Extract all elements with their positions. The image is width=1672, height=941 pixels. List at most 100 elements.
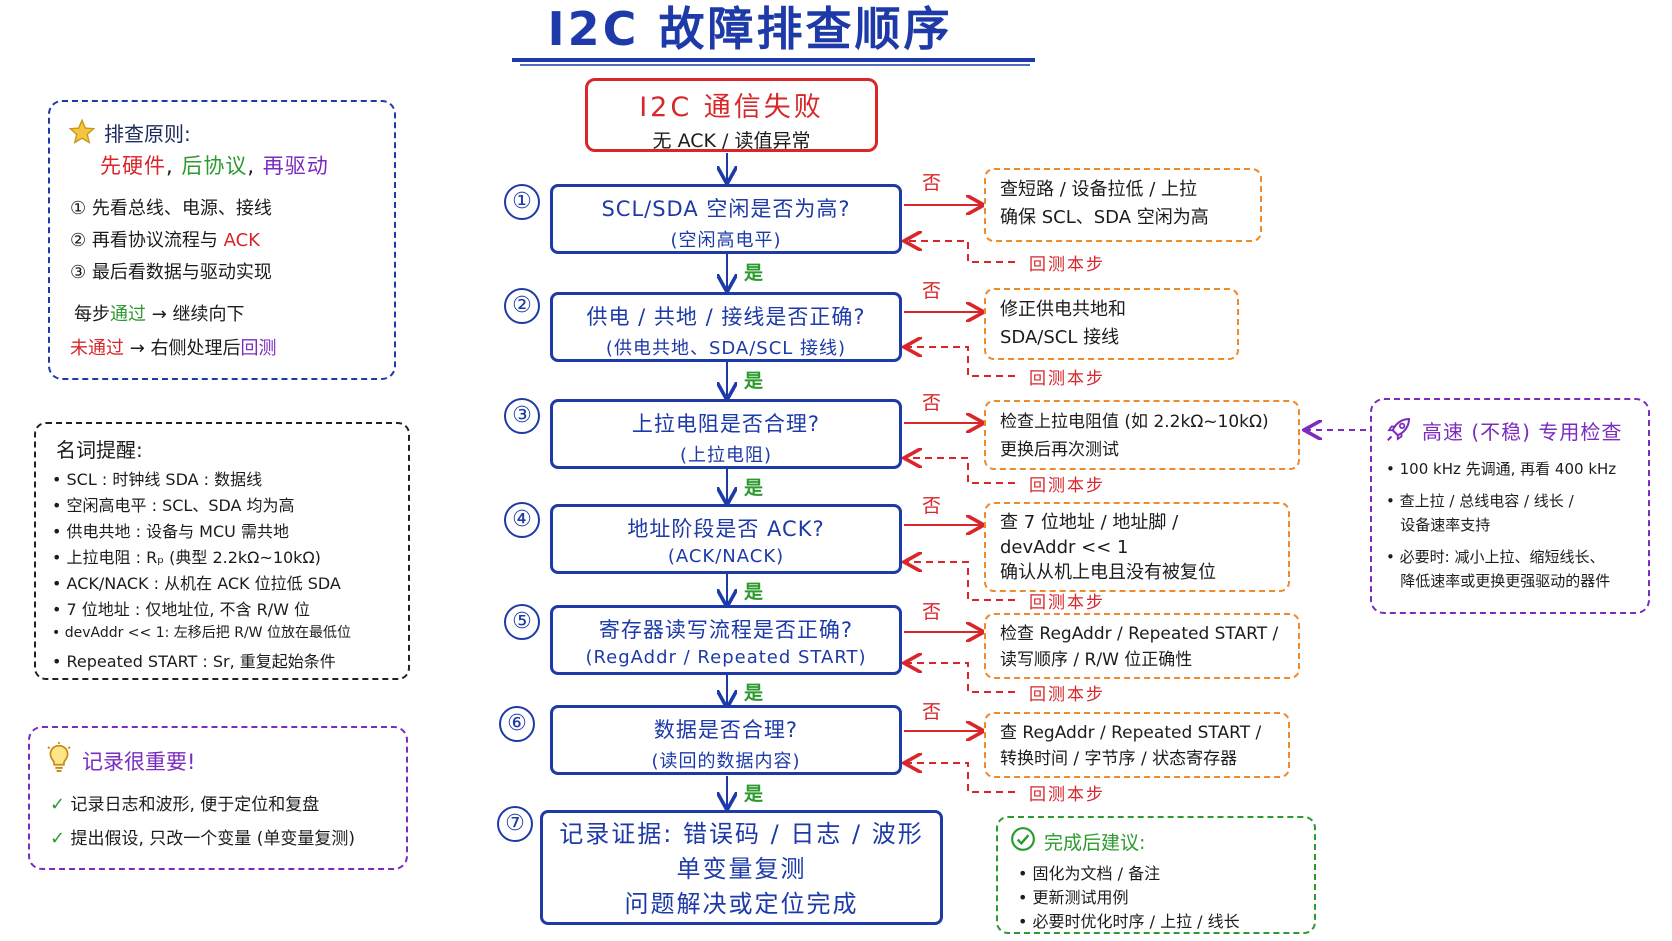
retest-label-4: 回测本步 [1029, 593, 1105, 613]
done-item-2: • 更新测试用例 [1018, 888, 1129, 907]
retest-label-5: 回测本步 [1029, 685, 1105, 705]
step-question-5: 寄存器读写流程是否正确? [598, 618, 854, 642]
highspeed-item-3: 设备速率支持 [1386, 516, 1491, 534]
retest-arrow-6 [906, 763, 1015, 793]
yes-label-1: 是 [744, 262, 764, 284]
fix-4-line-3: 确认从机上电且没有被复位 [1000, 562, 1216, 583]
term-item-2: • 空闲高电平 : SCL、SDA 均为高 [52, 496, 295, 515]
fix-box-6: 查 RegAddr / Repeated START / 转换时间 / 字节序 … [984, 712, 1290, 778]
yes-label-3: 是 [744, 477, 764, 499]
highspeed-item-4: • 必要时: 减小上拉、缩短线长、 [1386, 548, 1605, 566]
principles-panel: 排查原则: 先硬件, 后协议, 再驱动 ① 先看总线、电源、接线 ② 再看协议流… [48, 100, 396, 380]
motto-driver: 再驱动 [262, 154, 329, 178]
record-panel: 记录很重要! ✓ 记录日志和波形, 便于定位和复盘 ✓ 提出假设, 只改一个变量… [28, 726, 408, 870]
step-box-5: 寄存器读写流程是否正确? (RegAddr / Repeated START) [550, 605, 902, 675]
term-item-4: • 上拉电阻 : Rₚ (典型 2.2kΩ~10kΩ) [52, 548, 321, 567]
lightbulb-icon [44, 742, 74, 778]
check-circle-icon [1010, 826, 1036, 856]
page-title: I2C 故障排查顺序 [547, 2, 953, 56]
step-number-5: ⑤ [504, 604, 540, 640]
fix-5-line-2: 读写顺序 / R/W 位正确性 [1000, 650, 1193, 670]
fix-2-line-1: 修正供电共地和 [1000, 299, 1126, 320]
no-label-2: 否 [922, 280, 942, 302]
principle-item-1: ① 先看总线、电源、接线 [70, 198, 272, 219]
step-box-3: 上拉电阻是否合理? (上拉电阻) [550, 399, 902, 469]
final-line-3: 问题解决或定位完成 [624, 890, 859, 918]
term-item-3: • 供电共地 : 设备与 MCU 需共地 [52, 522, 289, 541]
yes-label-2: 是 [744, 370, 764, 392]
fix-1-line-2: 确保 SCL、SDA 空闲为高 [1000, 207, 1209, 228]
record-item-1: ✓ 记录日志和波形, 便于定位和复盘 [50, 794, 320, 815]
fix-3-line-1: 检查上拉电阻值 (如 2.2kΩ~10kΩ) [1000, 412, 1269, 432]
terms-title: 名词提醒: [56, 438, 143, 462]
final-line-1: 记录证据: 错误码 / 日志 / 波形 [559, 820, 924, 848]
retest-arrow-2 [906, 347, 1015, 377]
record-item-2: ✓ 提出假设, 只改一个变量 (单变量复测) [50, 828, 355, 849]
step-number-6: ⑥ [499, 706, 535, 742]
step-number-7: ⑦ [497, 806, 533, 842]
yes-label-5: 是 [744, 682, 764, 704]
step-hint-5: (RegAddr / Repeated START) [585, 647, 867, 668]
step-hint-2: (供电共地、SDA/SCL 接线) [605, 338, 847, 359]
step-hint-4: (ACK/NACK) [667, 546, 785, 567]
retest-arrow-3 [906, 458, 1015, 484]
step-question-2: 供电 / 共地 / 接线是否正确? [586, 305, 866, 329]
term-item-1: • SCL : 时钟线 SDA : 数据线 [52, 470, 263, 489]
yes-label-6: 是 [744, 783, 764, 805]
step-question-3: 上拉电阻是否合理? [631, 412, 821, 436]
term-item-6: • 7 位地址 : 仅地址位, 不含 R/W 位 [52, 600, 311, 619]
highspeed-title: 高速 (不稳) 专用检查 [1422, 420, 1623, 444]
motto-hardware: 先硬件 [100, 154, 166, 178]
fix-box-4: 查 7 位地址 / 地址脚 / devAddr << 1 确认从机上电且没有被复… [984, 502, 1290, 592]
step-box-4: 地址阶段是否 ACK? (ACK/NACK) [550, 504, 902, 574]
step-number-1: ① [504, 184, 540, 220]
fix-5-line-1: 检查 RegAddr / Repeated START / [1000, 624, 1279, 644]
fix-box-5: 检查 RegAddr / Repeated START / 读写顺序 / R/W… [984, 613, 1300, 679]
fix-2-line-2: SDA/SCL 接线 [1000, 327, 1120, 348]
fix-box-1: 查短路 / 设备拉低 / 上拉 确保 SCL、SDA 空闲为高 [984, 168, 1262, 242]
no-label-1: 否 [922, 172, 942, 194]
no-label-3: 否 [922, 392, 942, 414]
retest-arrow-1 [906, 241, 1015, 263]
no-label-5: 否 [922, 601, 942, 623]
term-item-5: • ACK/NACK : 从机在 ACK 位拉低 SDA [52, 574, 341, 593]
term-item-7: • devAddr << 1: 左移后把 R/W 位放在最低位 [52, 625, 351, 641]
record-title: 记录很重要! [82, 750, 196, 774]
retest-label-6: 回测本步 [1029, 785, 1105, 805]
step-number-4: ④ [504, 502, 540, 538]
step-hint-3: (上拉电阻) [679, 445, 773, 466]
step-question-4: 地址阶段是否 ACK? [627, 517, 825, 541]
step-hint-6: (读回的数据内容) [651, 751, 801, 772]
highspeed-item-1: • 100 kHz 先调通, 再看 400 kHz [1386, 460, 1617, 478]
principle-item-2: ② 再看协议流程与 ACK [70, 230, 260, 251]
retest-arrow-5 [906, 663, 1015, 693]
step-question-6: 数据是否合理? [653, 718, 799, 742]
done-item-3: • 必要时优化时序 / 上拉 / 线长 [1018, 912, 1240, 931]
step-number-3: ③ [504, 398, 540, 434]
fix-1-line-1: 查短路 / 设备拉低 / 上拉 [1000, 179, 1198, 200]
rocket-icon [1384, 414, 1414, 448]
final-step-box: 记录证据: 错误码 / 日志 / 波形 单变量复测 问题解决或定位完成 [540, 810, 943, 925]
step-number-2: ② [504, 288, 540, 324]
fix-4-line-1: 查 7 位地址 / 地址脚 / [1000, 512, 1179, 533]
term-item-8: • Repeated START : Sr, 重复起始条件 [52, 652, 336, 671]
star-icon [68, 118, 96, 150]
start-box: I2C 通信失败 无 ACK / 读值异常 [585, 78, 878, 152]
fix-box-3: 检查上拉电阻值 (如 2.2kΩ~10kΩ) 更换后再次测试 [984, 400, 1300, 470]
step-box-6: 数据是否合理? (读回的数据内容) [550, 705, 902, 775]
step-box-2: 供电 / 共地 / 接线是否正确? (供电共地、SDA/SCL 接线) [550, 292, 902, 362]
fix-6-line-1: 查 RegAddr / Repeated START / [1000, 723, 1262, 743]
start-title: I2C 通信失败 [639, 92, 824, 123]
fix-box-2: 修正供电共地和 SDA/SCL 接线 [984, 288, 1239, 360]
principle-item-3: ③ 最后看数据与驱动实现 [70, 262, 272, 283]
highspeed-item-5: 降低速率或更换更强驱动的器件 [1386, 572, 1611, 590]
terms-panel: 名词提醒: • SCL : 时钟线 SDA : 数据线 • 空闲高电平 : SC… [34, 422, 410, 680]
retest-label-1: 回测本步 [1029, 255, 1105, 275]
fix-4-line-2: devAddr << 1 [1000, 537, 1129, 558]
check-icon: ✓ [50, 794, 66, 815]
principles-title: 排查原则: [104, 122, 191, 146]
fix-6-line-2: 转换时间 / 字节序 / 状态寄存器 [1000, 749, 1238, 769]
highspeed-item-2: • 查上拉 / 总线电容 / 线长 / [1386, 492, 1574, 510]
rule-fail: 未通过 → 右侧处理后回测 [70, 338, 277, 359]
